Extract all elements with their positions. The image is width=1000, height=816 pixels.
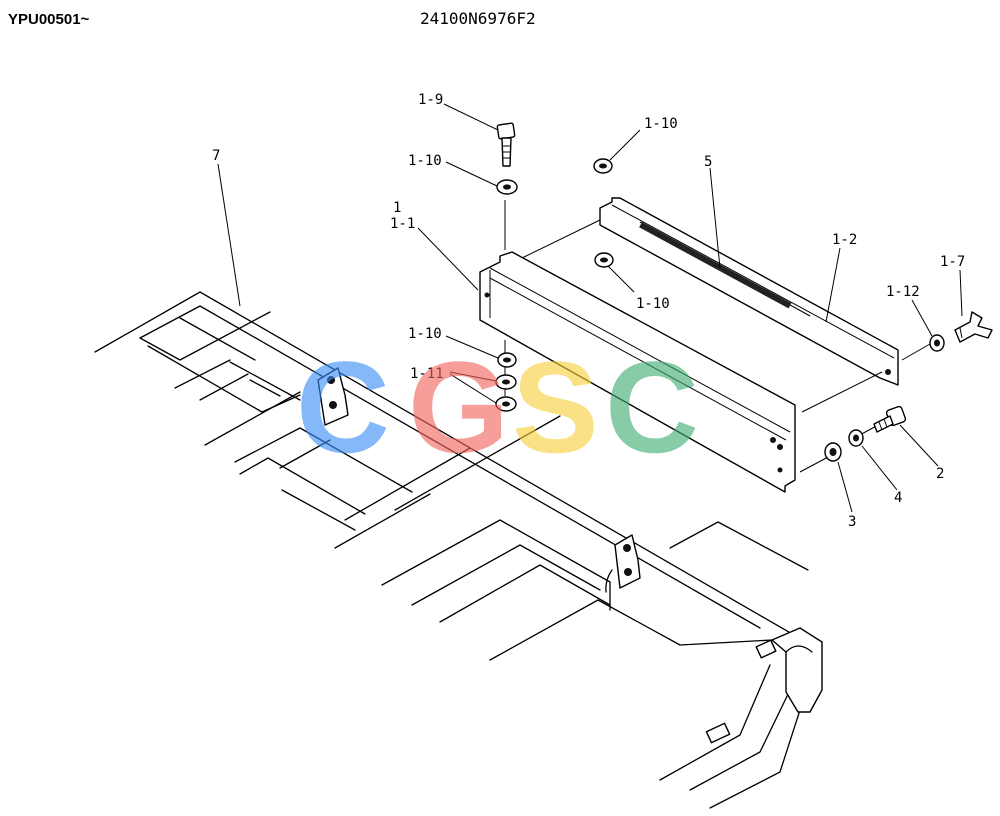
machine-frame bbox=[94, 291, 823, 809]
drawing-number-label: 24100N6976F2 bbox=[420, 9, 536, 28]
callout-1-2: 1-2 bbox=[832, 232, 857, 248]
watermark-letter-g: G bbox=[408, 334, 509, 480]
callout-1: 1 bbox=[393, 200, 401, 216]
bolt-1-9-icon bbox=[496, 122, 516, 167]
front-cover-plate bbox=[479, 251, 796, 493]
serial-range-label: YPU00501~ bbox=[8, 11, 90, 28]
watermark-letter-c2: C bbox=[605, 334, 699, 480]
callout-1-12: 1-12 bbox=[886, 284, 920, 300]
callout-1-10-upper: 1-10 bbox=[644, 116, 678, 132]
frame-bracket-lower bbox=[605, 534, 641, 593]
watermark-letter-c1: C bbox=[296, 334, 390, 480]
washer-3-icon bbox=[824, 442, 842, 462]
rear-cover-plate bbox=[599, 197, 899, 386]
cgsc-watermark-logo: C G S C bbox=[296, 334, 699, 480]
callout-2: 2 bbox=[936, 466, 944, 482]
washer-1-10-top-icon bbox=[496, 179, 518, 195]
bolt-2-icon bbox=[873, 405, 907, 433]
callout-1-9: 1-9 bbox=[418, 92, 443, 108]
wing-bolt-1-7-icon bbox=[954, 311, 993, 343]
washer-1-10-lower-icon bbox=[497, 352, 517, 368]
callout-1-7: 1-7 bbox=[940, 254, 965, 270]
callout-4: 4 bbox=[894, 490, 902, 506]
callout-1-10-top: 1-10 bbox=[408, 153, 442, 169]
lock-washer-4-icon bbox=[848, 429, 864, 447]
callout-leaders bbox=[217, 103, 963, 513]
callout-7: 7 bbox=[212, 148, 220, 164]
watermark-letter-s: S bbox=[512, 334, 599, 480]
washer-1-10-upper-icon bbox=[593, 158, 613, 174]
callout-1-11: 1-11 bbox=[410, 366, 444, 382]
callout-1-10-lower: 1-10 bbox=[408, 326, 442, 342]
washer-1-10-mid-icon bbox=[594, 252, 614, 268]
nut-1-11-icon bbox=[495, 374, 517, 412]
callout-1-10-mid: 1-10 bbox=[636, 296, 670, 312]
washer-1-12-icon bbox=[929, 334, 945, 352]
frame-bracket-upper bbox=[317, 367, 349, 426]
callout-1-1: 1-1 bbox=[390, 216, 415, 232]
callout-3: 3 bbox=[848, 514, 856, 530]
callout-5: 5 bbox=[704, 154, 712, 170]
